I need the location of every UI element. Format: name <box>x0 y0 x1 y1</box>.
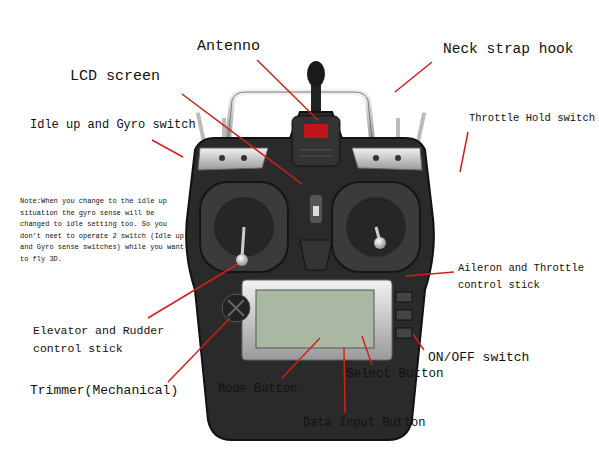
note-text: Note:When you change to the idle up situ… <box>20 196 186 265</box>
part-label: LCD screen <box>70 68 160 87</box>
part-label: Idle up and Gyro switch <box>30 118 196 133</box>
part-label: Select Button <box>346 367 444 383</box>
part-label: Trimmer(Mechanical) <box>30 383 178 399</box>
part-label: Mode Button <box>218 382 297 397</box>
part-label: Aileron and Throttle control stick <box>458 260 590 294</box>
part-label: Data Input Button <box>303 416 425 431</box>
part-label: Elevator and Rudder control stick <box>33 322 175 359</box>
part-label: ON/OFF switch <box>428 350 529 366</box>
part-label: Neck strap hook <box>443 40 574 58</box>
part-label: Antenno <box>197 38 260 57</box>
part-label: Throttle Hold switch <box>469 112 595 125</box>
